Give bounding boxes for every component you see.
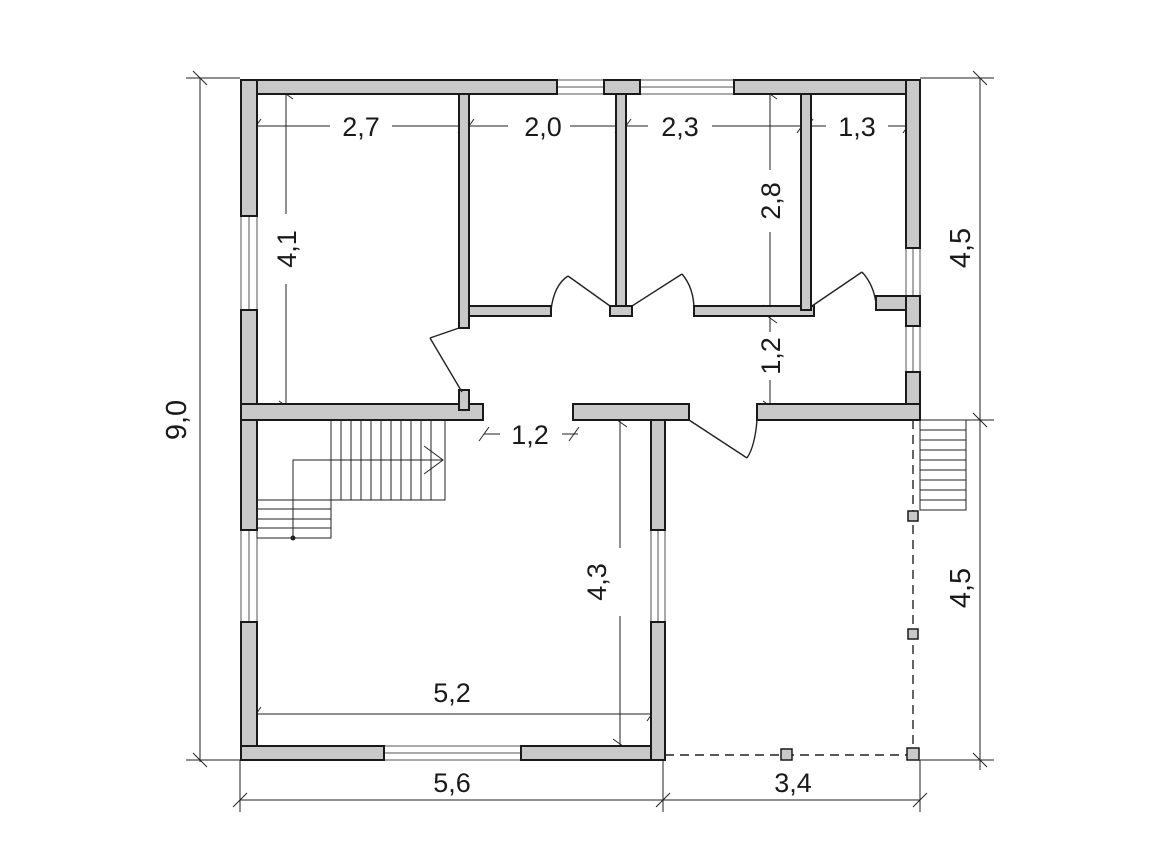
walls xyxy=(240,79,921,761)
dimension-lines xyxy=(186,70,994,812)
windows xyxy=(240,79,921,761)
overall-height-label: 9,0 xyxy=(161,400,193,440)
room3-width-label: 2,3 xyxy=(661,112,699,142)
hall-width-label: 5,2 xyxy=(433,678,471,708)
opening-width-label: 1,2 xyxy=(511,420,549,450)
room1-width-label: 2,7 xyxy=(342,112,380,142)
staircase xyxy=(256,419,967,541)
room2-width-label: 2,0 xyxy=(524,112,562,142)
terrace-outline xyxy=(665,420,920,761)
room1-height-label: 4,1 xyxy=(272,230,302,268)
room3-height-label: 2,8 xyxy=(756,182,786,220)
hall-height-label: 4,3 xyxy=(582,563,612,601)
doors xyxy=(429,271,877,459)
corridor-width-label: 1,2 xyxy=(756,337,786,375)
lower-right-height-label: 4,5 xyxy=(945,568,977,608)
room4-width-label: 1,3 xyxy=(838,112,876,142)
bottom-right-width-label: 3,4 xyxy=(774,768,812,798)
upper-right-height-label: 4,5 xyxy=(945,228,977,268)
bottom-left-width-label: 5,6 xyxy=(433,768,471,798)
